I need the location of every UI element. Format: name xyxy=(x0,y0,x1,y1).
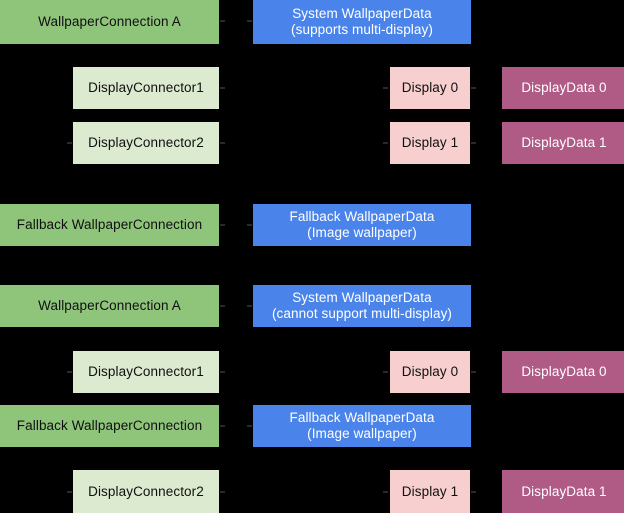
node-fallback-wallpaperdata-mid: Fallback WallpaperData (Image wallpaper) xyxy=(253,204,471,246)
connector-stub xyxy=(247,305,252,307)
connector-stub xyxy=(220,87,225,89)
node-displaydata1-top: DisplayData 1 xyxy=(502,122,624,164)
node-displayconnector1-bottom: DisplayConnector1 xyxy=(73,351,219,393)
connector-stub xyxy=(247,224,252,226)
connector-stub xyxy=(67,491,72,493)
connector-stub xyxy=(67,371,72,373)
node-displayconnector1-top: DisplayConnector1 xyxy=(73,67,219,109)
node-display1-top: Display 1 xyxy=(390,122,470,164)
connector-stub xyxy=(220,371,225,373)
node-display0-bottom: Display 0 xyxy=(390,351,470,393)
connector-stub xyxy=(383,142,388,144)
connector-stub xyxy=(471,371,476,373)
node-system-wallpaperdata-multi: System WallpaperData (supports multi-dis… xyxy=(253,0,471,44)
connector-stub xyxy=(220,20,225,22)
connector-stub xyxy=(220,142,225,144)
connector-stub xyxy=(220,224,225,226)
node-wallpaper-connection-a-top: WallpaperConnection A xyxy=(0,0,219,44)
connector-stub xyxy=(471,87,476,89)
node-system-wallpaperdata-no-multi: System WallpaperData (cannot support mul… xyxy=(253,285,471,327)
node-fallback-wallpaperdata-bottom: Fallback WallpaperData (Image wallpaper) xyxy=(253,405,471,447)
connector-stub xyxy=(67,142,72,144)
node-displaydata1-bottom: DisplayData 1 xyxy=(502,470,624,513)
connector-stub xyxy=(220,305,225,307)
connector-stub xyxy=(220,491,225,493)
node-wallpaper-connection-a-lower: WallpaperConnection A xyxy=(0,285,219,327)
node-displayconnector2-top: DisplayConnector2 xyxy=(73,122,219,164)
node-fallback-wallpaperconnection-mid: Fallback WallpaperConnection xyxy=(0,204,219,246)
connector-stub xyxy=(383,87,388,89)
connector-stub xyxy=(383,491,388,493)
connector-stub xyxy=(247,20,252,22)
node-displayconnector2-bottom: DisplayConnector2 xyxy=(73,470,219,513)
connector-stub xyxy=(247,425,252,427)
node-fallback-wallpaperconnection-bottom: Fallback WallpaperConnection xyxy=(0,405,219,447)
connector-stub xyxy=(220,425,225,427)
node-displaydata0-bottom: DisplayData 0 xyxy=(502,351,624,393)
connector-stub xyxy=(471,142,476,144)
node-display0-top: Display 0 xyxy=(390,67,470,109)
node-display1-bottom: Display 1 xyxy=(390,470,470,513)
connector-stub xyxy=(471,491,476,493)
connector-stub xyxy=(383,371,388,373)
node-displaydata0-top: DisplayData 0 xyxy=(502,67,624,109)
